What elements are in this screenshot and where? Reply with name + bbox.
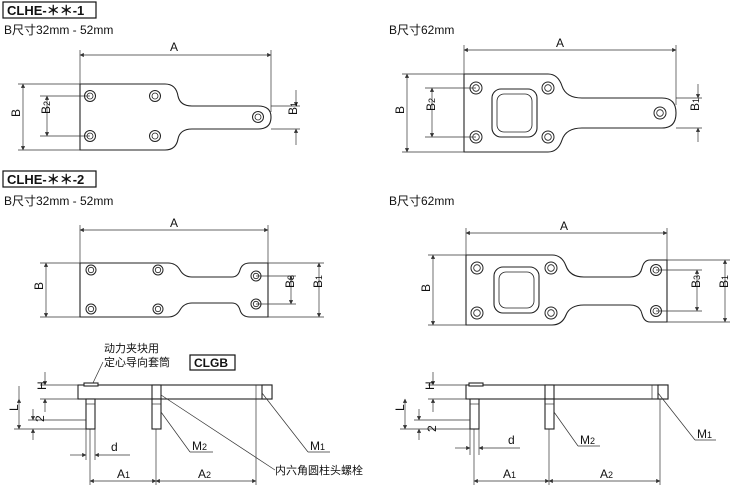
dim-H: H xyxy=(423,381,437,390)
label-M1: M1 xyxy=(310,439,325,453)
dim-B: B xyxy=(32,282,46,290)
dim-A2: A2 xyxy=(600,467,613,481)
dim-B: B xyxy=(9,109,23,117)
variant-2-code: CLHE-＊＊-2 xyxy=(7,172,84,187)
view-2-left: A B B3 B1 xyxy=(32,216,325,318)
variant-2-right-caption: B尺寸62mm xyxy=(389,194,454,208)
dim-B2: B2 xyxy=(39,101,53,114)
dim-B: B xyxy=(393,106,407,114)
dim-B1: B1 xyxy=(286,102,300,115)
dim-L: L xyxy=(7,404,21,411)
dim-B1: B1 xyxy=(717,275,731,288)
guide-note-line2: 定心导向套筒 xyxy=(104,355,170,369)
guide-badge-box xyxy=(189,354,236,371)
dim-B1: B1 xyxy=(311,275,325,288)
dim-A: A xyxy=(170,216,178,230)
variant-1-right-caption: B尺寸62mm xyxy=(389,23,454,37)
dim-A2: A2 xyxy=(198,467,211,481)
dim-B: B xyxy=(419,284,433,292)
dim-A1: A1 xyxy=(117,467,130,481)
view-2-right: A B B3 B1 xyxy=(419,219,731,326)
view-1-right: A B B2 B1 xyxy=(393,36,702,153)
label-M1: M1 xyxy=(697,427,712,441)
dim-B1: B1 xyxy=(688,98,702,111)
dim-L: L xyxy=(393,404,407,411)
variant-2-code-box xyxy=(2,170,97,188)
dim-A: A xyxy=(560,219,568,233)
variant-1-code-box xyxy=(2,1,97,19)
guide-note-line1: 动力夹块用 xyxy=(104,342,159,355)
dim-A1: A1 xyxy=(503,467,516,481)
variant-1-code: CLHE-＊＊-1 xyxy=(7,3,84,18)
dim-d: d xyxy=(508,433,515,447)
dim-H: H xyxy=(35,381,49,390)
bolt-note: 内六角圆柱头螺栓 xyxy=(275,463,363,477)
dim-d: d xyxy=(111,440,118,454)
dim-B2: B2 xyxy=(424,98,438,111)
side-view-right: H L 2 d A1 A2 M2 M1 xyxy=(393,372,716,485)
dim-A: A xyxy=(556,36,564,50)
label-M2: M2 xyxy=(580,433,595,447)
side-view-left: 动力夹块用 定心导向套筒 CLGB H L 2 xyxy=(7,342,363,485)
dim-2: 2 xyxy=(425,425,439,432)
dim-B3: B3 xyxy=(689,275,703,288)
label-M2: M2 xyxy=(192,439,207,453)
guide-badge: CLGB xyxy=(194,356,228,370)
dim-2: 2 xyxy=(33,415,47,422)
dim-A: A xyxy=(170,40,178,54)
variant-1-left-caption: B尺寸32mm - 52mm xyxy=(4,23,113,37)
variant-2-left-caption: B尺寸32mm - 52mm xyxy=(4,194,113,208)
view-1-left: A B B2 B1 xyxy=(9,40,300,151)
dim-B3: B3 xyxy=(283,275,297,288)
